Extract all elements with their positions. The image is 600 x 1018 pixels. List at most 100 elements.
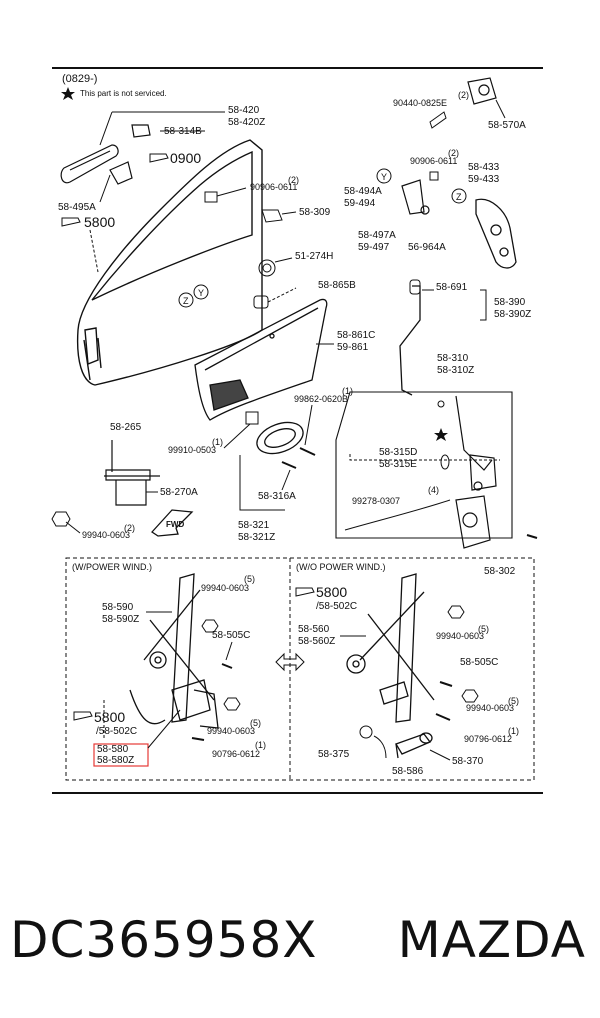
leader (223, 423, 251, 449)
power-window-regulator (129, 573, 219, 729)
label-58-590z: 58-590Z (102, 614, 139, 625)
header-note: This part is not serviced. (80, 89, 167, 98)
leader (274, 257, 293, 263)
leader (99, 174, 111, 203)
pointing-hand-icon (149, 153, 169, 163)
svg-text:(4): (4) (428, 485, 439, 495)
ref-5800: 5800 (84, 214, 115, 230)
label-99862-0620b: 99862-0620B (294, 394, 348, 404)
svg-text:(1): (1) (255, 740, 266, 750)
label-90906-0611: 90906-0611 (250, 182, 297, 192)
svg-text:Z: Z (183, 296, 189, 306)
label-58-309: 58-309 (299, 207, 331, 218)
clip (204, 191, 218, 203)
label-58-586: 58-586 (392, 766, 424, 777)
bolt (439, 681, 453, 687)
label-99940-0603-c: 99940-0603 (207, 726, 255, 736)
label-99940-0603-b: 99940-0603 (201, 583, 249, 593)
callout-y (376, 168, 392, 184)
swap-arrow-icon (275, 652, 305, 672)
label-58-505c-b: 58-505C (460, 657, 498, 668)
svg-text:Z: Z (456, 192, 462, 202)
cable (344, 499, 451, 531)
label-58-691: 58-691 (436, 282, 468, 293)
bolt (191, 737, 205, 741)
label-58-560: 58-560 (298, 624, 330, 635)
svg-text:Y: Y (381, 172, 387, 182)
screw-58-302 (526, 534, 538, 539)
latch-assembly (455, 395, 497, 549)
svg-text:(2): (2) (448, 148, 459, 158)
latch-detail-box (335, 391, 513, 539)
svg-text:FWD: FWD (166, 520, 184, 529)
bolt (221, 663, 233, 669)
leader (267, 287, 297, 303)
label-90796-0612-b: 90796-0612 (464, 734, 512, 744)
svg-text:(2): (2) (124, 523, 135, 533)
clip-865b (253, 295, 269, 309)
section-power-window: (W/POWER WIND.) (72, 562, 152, 572)
fwd-arrow-icon: FWD (151, 509, 194, 537)
pointing-hand-icon (295, 587, 315, 597)
striker (467, 77, 497, 105)
nut (447, 605, 465, 619)
label-99940-0603-e: 99940-0603 (466, 703, 514, 713)
header-code: (0829-) (62, 73, 97, 85)
manual-window-regulator (346, 573, 435, 723)
ref-5800-manual: 5800 (316, 584, 347, 600)
label-99278-0307: 99278-0307 (352, 496, 400, 506)
label-58-590: 58-590 (102, 602, 134, 613)
outer-handle (60, 124, 151, 185)
nut (461, 689, 479, 703)
label-58-560z: 58-560Z (298, 636, 335, 647)
section-manual-window: (W/O POWER WIND.) (296, 562, 386, 572)
svg-text:(5): (5) (250, 718, 261, 728)
label-59-433: 59-433 (468, 174, 500, 185)
lock-rod-clip (261, 209, 283, 223)
label-58-270a: 58-270A (160, 487, 198, 498)
label-58-433: 58-433 (468, 162, 500, 173)
label-59-497: 59-497 (358, 242, 390, 253)
label-58-265: 58-265 (110, 422, 142, 433)
svg-text:(5): (5) (508, 696, 519, 706)
label-99940-0603: 99940-0603 (82, 530, 130, 540)
callout-z (178, 292, 194, 308)
star-icon (434, 428, 448, 441)
label-90906-0611-b: 90906-0611 (410, 156, 457, 166)
label-58-420z: 58-420Z (228, 117, 265, 128)
nut (51, 511, 71, 527)
label-58-315d: 58-315D (379, 447, 417, 458)
inner-handle-bezel (256, 421, 304, 455)
leader (429, 749, 451, 761)
grommet (258, 259, 276, 277)
clip-99910 (245, 411, 259, 425)
pointing-hand-icon (61, 217, 81, 227)
label-58-502c: /58-502C (96, 726, 137, 737)
parts-diagram: (0829-) This part is not serviced. 58-42… (51, 67, 543, 794)
svg-text:Y: Y (198, 288, 204, 298)
caption-bar: DC365958X MAZDA (0, 880, 600, 1000)
label-99940-0603-d: 99940-0603 (436, 631, 484, 641)
clip (429, 171, 439, 181)
label-90440-0825e: 90440-0825E (393, 98, 447, 108)
label-58-420: 58-420 (228, 105, 260, 116)
regulator-box (65, 557, 535, 781)
label-90796-0612: 90796-0612 (212, 749, 260, 759)
label-58-494a: 58-494A (344, 186, 382, 197)
label-58-321: 58-321 (238, 520, 270, 531)
label-58-580z: 58-580Z (97, 755, 134, 766)
label-58-390z: 58-390Z (494, 309, 531, 320)
leader (147, 709, 181, 749)
label-58-302: 58-302 (484, 566, 516, 577)
label-58-861c: 58-861C (337, 330, 375, 341)
leader (239, 455, 285, 511)
bolt (435, 713, 451, 721)
ref-0900: 0900 (170, 150, 201, 166)
screw-90440 (429, 111, 447, 129)
svg-text:(1): (1) (508, 726, 519, 736)
window-crank-handle (395, 732, 433, 759)
label-58-315e: 58-315E (379, 459, 417, 470)
door-latch (475, 198, 517, 269)
label-58-497a: 58-497A (358, 230, 396, 241)
brand-name: MAZDA (397, 911, 586, 969)
